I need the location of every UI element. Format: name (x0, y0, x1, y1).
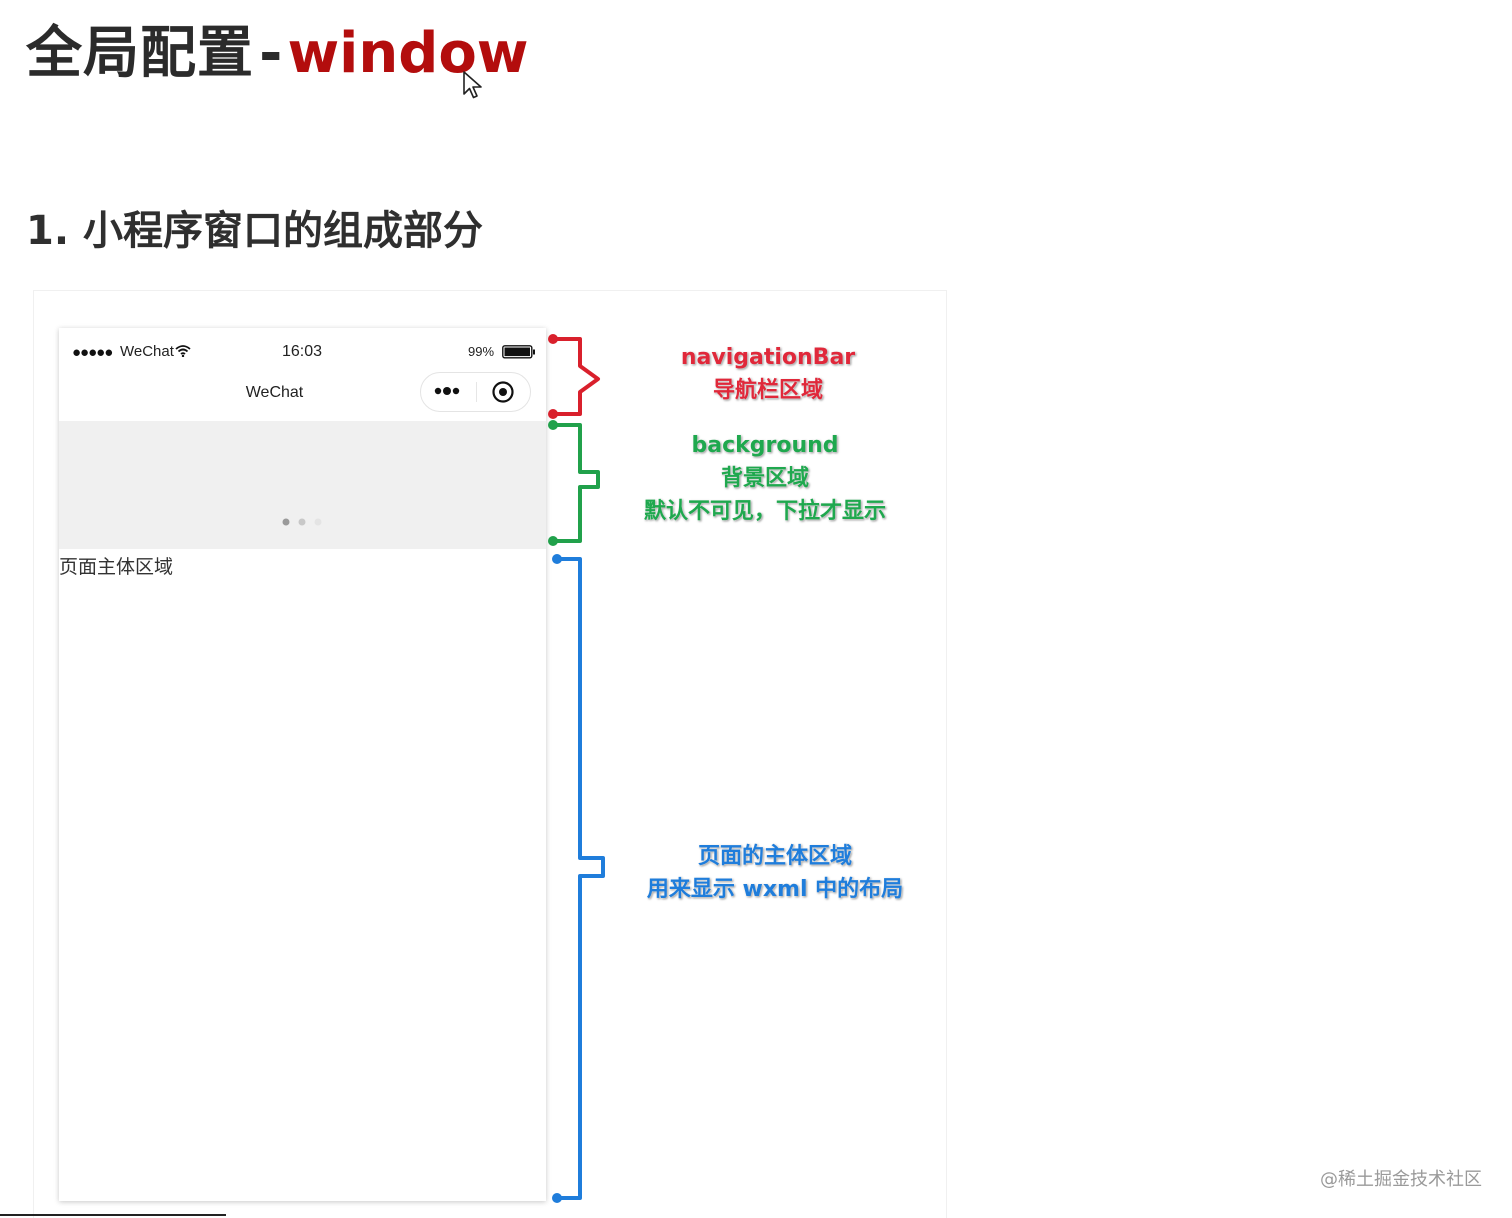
close-mini-program-icon[interactable] (491, 380, 515, 404)
section-heading: 1. 小程序窗口的组成部分 (26, 208, 483, 254)
annotation-line: background (691, 433, 839, 458)
capsule-divider (476, 382, 477, 402)
annotation-line: 导航栏区域 (712, 378, 823, 403)
navigation-bar-annotation: navigationBar 导航栏区域 (668, 341, 868, 407)
background-annotation: background 背景区域 默认不可见，下拉才显示 (620, 429, 910, 528)
body-bracket (552, 554, 605, 1203)
annotation-line: 页面的主体区域 (697, 844, 852, 869)
nav-title: WeChat (245, 384, 304, 401)
status-bar: ●●●●● WeChat 16:03 99% (59, 328, 546, 372)
annotation-line: 默认不可见，下拉才显示 (643, 499, 886, 524)
page-body-label: 页面主体区域 (59, 556, 174, 578)
mouse-cursor-icon (463, 71, 482, 99)
battery-icon (502, 345, 535, 359)
wifi-icon (175, 345, 191, 357)
navigation-bracket (548, 334, 600, 419)
signal-strength-icon: ●●●●● (72, 344, 113, 361)
title-accent: window (287, 21, 529, 86)
loading-dots-icon (282, 518, 322, 526)
background-area (59, 421, 546, 549)
background-bracket (548, 420, 600, 546)
phone-mockup: ●●●●● WeChat 16:03 99% WeChat (59, 328, 546, 1201)
page-body-annotation: 页面的主体区域 用来显示 wxml 中的布局 (625, 840, 925, 906)
capsule-menu[interactable] (420, 372, 531, 412)
annotation-line: 背景区域 (720, 466, 809, 491)
annotation-line: 用来显示 wxml 中的布局 (646, 877, 904, 902)
status-time: 16:03 (282, 343, 323, 360)
title-separator: - (259, 21, 283, 86)
annotation-line: navigationBar (680, 345, 856, 370)
navigation-bar: WeChat (59, 372, 546, 421)
more-icon[interactable] (433, 381, 465, 401)
watermark: @稀土掘金技术社区 (1320, 1169, 1482, 1190)
scroll-indicator (0, 1214, 226, 1216)
battery-percent: 99% (468, 344, 495, 359)
page-title: 全局配置 - window (26, 8, 529, 89)
title-main: 全局配置 (26, 21, 254, 86)
carrier-name: WeChat (120, 343, 174, 360)
